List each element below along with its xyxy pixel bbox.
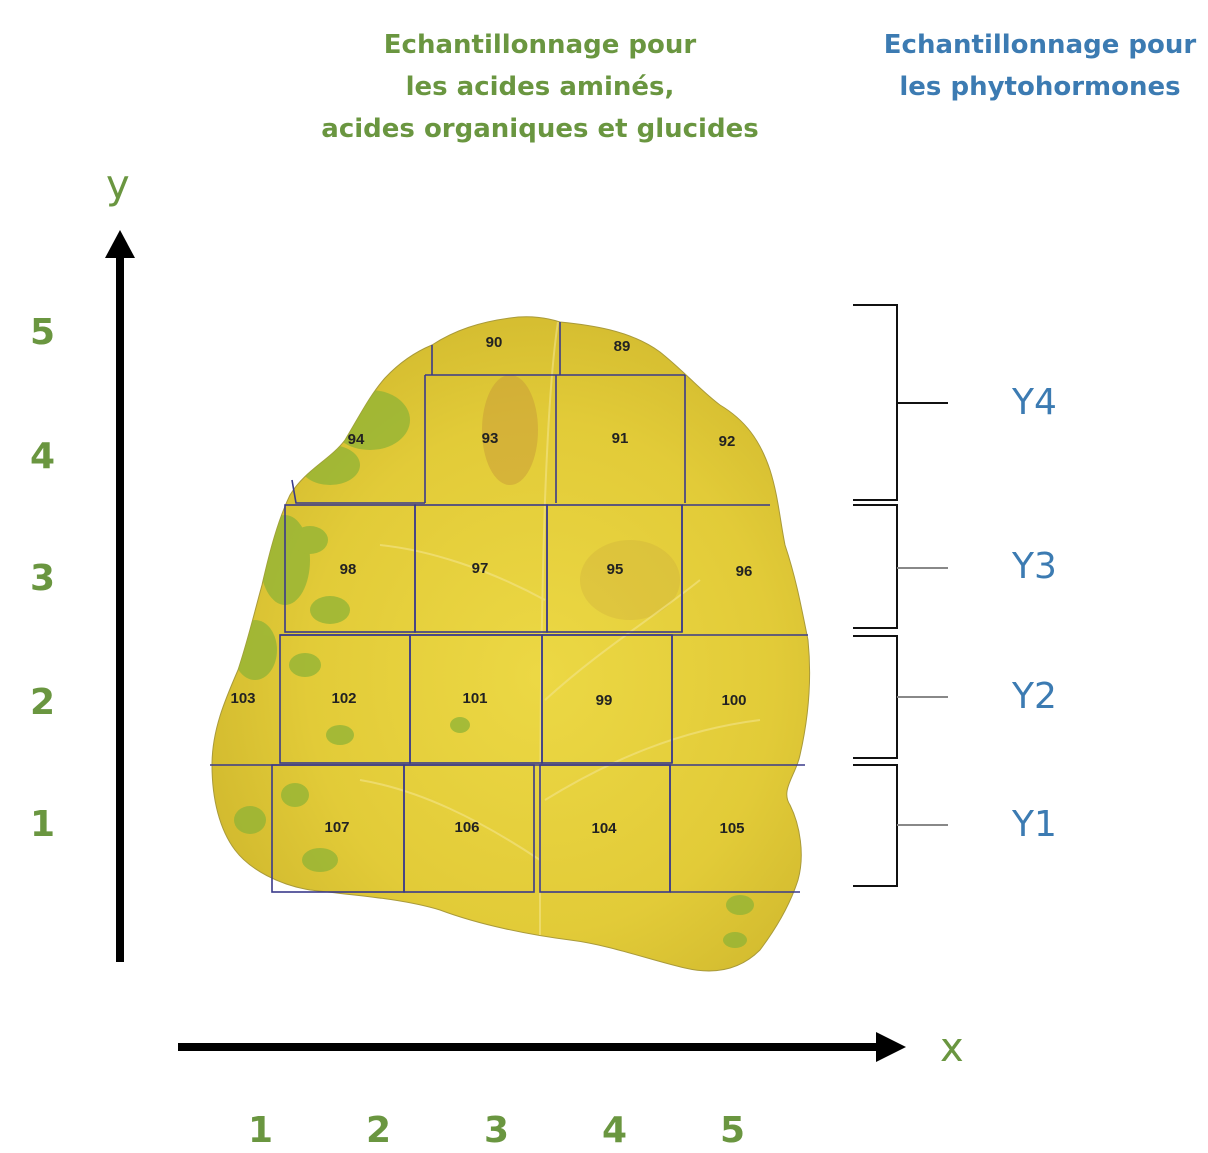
amino-title-line-2: les acides aminés, — [405, 72, 675, 102]
hormone-title-line-2: les phytohormones — [899, 72, 1181, 102]
sample-label: 100 — [721, 692, 746, 709]
hormone-title-line-1: Echantillonnage pour — [883, 30, 1197, 60]
sample-label: 94 — [348, 431, 365, 448]
x-tick-5: 5 — [720, 1110, 746, 1151]
y-axis-arrow — [105, 230, 135, 962]
group-label-y2: Y2 — [1012, 676, 1057, 717]
sample-label: 107 — [324, 819, 349, 836]
sample-labels: 90 89 94 93 91 92 98 97 95 96 103 102 10… — [230, 334, 752, 837]
bracket-y2 — [853, 635, 948, 759]
x-tick-1: 1 — [248, 1110, 274, 1151]
sample-label: 97 — [472, 560, 489, 577]
bracket-y1 — [853, 764, 948, 887]
group-brackets — [853, 304, 948, 887]
y-tick-2: 2 — [30, 682, 56, 723]
sample-label: 105 — [719, 820, 744, 837]
leaf-shape — [211, 316, 811, 972]
sample-label: 106 — [454, 819, 479, 836]
x-axis-label: x — [940, 1025, 964, 1071]
amino-title-line-3: acides organiques et glucides — [321, 114, 759, 144]
sample-label: 99 — [596, 692, 613, 709]
sampling-grid — [210, 322, 808, 893]
group-label-y4: Y4 — [1012, 382, 1057, 423]
y-tick-4: 4 — [30, 436, 56, 477]
bracket-y3 — [853, 504, 948, 629]
sample-label: 95 — [607, 561, 624, 578]
sample-label: 98 — [340, 561, 357, 578]
x-axis-arrow — [178, 1032, 906, 1062]
leaf-spots — [233, 390, 754, 948]
x-tick-3: 3 — [484, 1110, 510, 1151]
group-label-y3: Y3 — [1012, 546, 1057, 587]
y-tick-5: 5 — [30, 312, 56, 353]
bracket-y4 — [853, 304, 948, 501]
y-tick-3: 3 — [30, 558, 56, 599]
sample-label: 96 — [736, 563, 753, 580]
sample-label: 93 — [482, 430, 499, 447]
y-tick-1: 1 — [30, 804, 56, 845]
leaf-image — [211, 316, 811, 972]
sample-label: 104 — [591, 820, 617, 837]
sample-label: 103 — [230, 690, 255, 707]
sample-label: 101 — [462, 690, 487, 707]
sample-label: 90 — [486, 334, 503, 351]
x-tick-2: 2 — [366, 1110, 392, 1151]
sample-label: 89 — [614, 338, 631, 355]
amino-title-line-1: Echantillonnage pour — [383, 30, 697, 60]
group-label-y1: Y1 — [1012, 804, 1057, 845]
sample-label: 91 — [612, 430, 629, 447]
phytohormone-sampling-title: Echantillonnage pour les phytohormones — [880, 24, 1200, 108]
amino-acid-sampling-title: Echantillonnage pour les acides aminés, … — [300, 24, 780, 150]
y-axis-label: y — [106, 162, 130, 208]
sample-label: 102 — [331, 690, 356, 707]
x-tick-4: 4 — [602, 1110, 628, 1151]
leaf-streak — [482, 375, 538, 485]
sample-label: 92 — [719, 433, 736, 450]
